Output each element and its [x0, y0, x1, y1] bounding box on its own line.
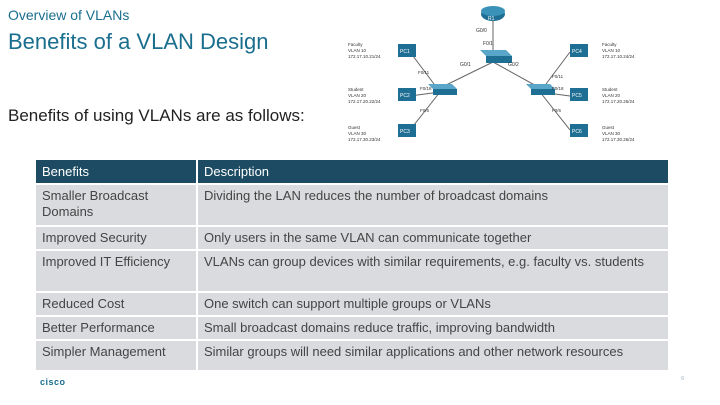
router-label: R1 — [488, 16, 495, 22]
pc-ip: 172.17.20.22/24 — [348, 99, 381, 104]
pc-icon — [398, 124, 416, 137]
pc-icon — [570, 44, 588, 57]
copyright-note-placeholder — [463, 376, 663, 381]
benefit-cell: Simpler Management — [36, 339, 198, 370]
pc-group-4: PC4 Faculty VLAN 10 172.17.10.24/24 F0/1… — [552, 42, 635, 79]
benefit-cell: Improved Security — [36, 225, 198, 250]
pc-role: Faculty — [348, 42, 363, 47]
pc-vlan: VLAN 30 — [348, 131, 367, 136]
table-row: Reduced Cost One switch can support mult… — [36, 291, 668, 316]
benefits-table: Benefits Description Smaller Broadcast D… — [36, 160, 668, 370]
description-cell: Only users in the same VLAN can communic… — [197, 225, 668, 250]
cisco-logo: cisco — [40, 377, 66, 387]
pc-group-1: PC1 Faculty VLAN 10 172.17.10.21/24 F0/1… — [348, 42, 430, 75]
pc-role: Student — [348, 87, 364, 92]
pc-group-2: PC2 Student VLAN 20 172.17.20.22/24 F0/1… — [348, 86, 432, 104]
access-switch-left-icon — [428, 84, 457, 95]
description-cell: Similar groups will need similar applica… — [197, 339, 668, 370]
router-port-label: G0/0 — [476, 28, 487, 34]
pc-label: PC5 — [572, 93, 582, 99]
pc-vlan: VLAN 20 — [348, 93, 367, 98]
table-header-row: Benefits Description — [36, 160, 668, 184]
pc-role: Student — [602, 87, 618, 92]
network-links — [409, 20, 571, 131]
switch-icon — [480, 50, 512, 63]
pc-label: PC2 — [400, 93, 410, 99]
table-row: Simpler Management Similar groups will n… — [36, 339, 668, 370]
description-cell: One switch can support multiple groups o… — [197, 291, 668, 316]
pc-port: F0/11 — [418, 70, 430, 75]
header-benefits: Benefits — [36, 160, 198, 184]
description-cell: Small broadcast domains reduce traffic, … — [197, 315, 668, 340]
description-cell: Dividing the LAN reduces the number of b… — [197, 183, 668, 226]
pc-icon — [398, 44, 416, 57]
pc-label: PC3 — [400, 129, 410, 135]
pc-group-3: PC3 Guest VLAN 30 172.17.30.23/24 F0/6 — [348, 108, 430, 142]
intro-text: Benefits of using VLANs are as follows: — [8, 106, 305, 125]
pc-vlan: VLAN 10 — [348, 48, 367, 53]
pc-group-6: PC6 Guest VLAN 30 172.17.30.26/24 F0/6 — [552, 108, 635, 142]
pc-label: PC1 — [400, 49, 410, 55]
pc-vlan: VLAN 30 — [602, 131, 621, 136]
page-title: Benefits of a VLAN Design — [8, 29, 269, 54]
table-row: Better Performance Small broadcast domai… — [36, 315, 668, 340]
switch-left-port-label: G0/1 — [460, 62, 471, 68]
pc-label: PC4 — [572, 49, 582, 55]
pc-ip: 172.17.30.26/24 — [602, 137, 635, 142]
pc-ip: 172.17.30.23/24 — [348, 137, 381, 142]
pc-ip: 172.17.10.24/24 — [602, 54, 635, 59]
router-icon — [481, 6, 505, 21]
pc-port: F0/6 — [420, 108, 430, 113]
vlan-topology-diagram: R1 G0/0 F0/1 G0/1 G0/2 PC1 Faculty VLAN … — [348, 6, 635, 142]
table-row: Smaller Broadcast Domains Dividing the L… — [36, 183, 668, 226]
pc-icon — [570, 88, 588, 101]
benefit-cell: Better Performance — [36, 315, 198, 340]
pc-label: PC6 — [572, 129, 582, 135]
pc-ip: 172.17.10.21/24 — [348, 54, 381, 59]
benefit-cell: Reduced Cost — [36, 291, 198, 316]
description-cell: VLANs can group devices with similar req… — [197, 249, 668, 292]
pc-vlan: VLAN 20 — [602, 93, 621, 98]
pc-icon — [398, 88, 416, 101]
pc-icon — [570, 124, 588, 137]
access-switch-right-icon — [526, 84, 555, 95]
pc-ip: 172.17.20.25/24 — [602, 99, 635, 104]
page-number: 6 — [681, 376, 684, 382]
pc-vlan: VLAN 10 — [602, 48, 621, 53]
pc-port: F0/11 — [552, 74, 564, 79]
switch-right-port-label: G0/2 — [508, 62, 519, 68]
pc-port: F0/18 — [552, 86, 564, 91]
pc-role: Guest — [602, 125, 615, 130]
benefit-cell: Smaller Broadcast Domains — [36, 183, 198, 226]
pc-role: Guest — [348, 125, 361, 130]
pc-group-5: PC5 Student VLAN 20 172.17.20.25/24 F0/1… — [552, 86, 635, 104]
table-row: Improved Security Only users in the same… — [36, 225, 668, 250]
pc-role: Faculty — [602, 42, 617, 47]
pc-port: F0/6 — [552, 108, 562, 113]
header-description: Description — [197, 160, 668, 184]
section-title: Overview of VLANs — [8, 7, 130, 23]
switch-top-port-label: F0/1 — [483, 41, 493, 47]
table-row: Improved IT Efficiency VLANs can group d… — [36, 249, 668, 292]
benefit-cell: Improved IT Efficiency — [36, 249, 198, 292]
pc-port: F0/18 — [420, 86, 432, 91]
